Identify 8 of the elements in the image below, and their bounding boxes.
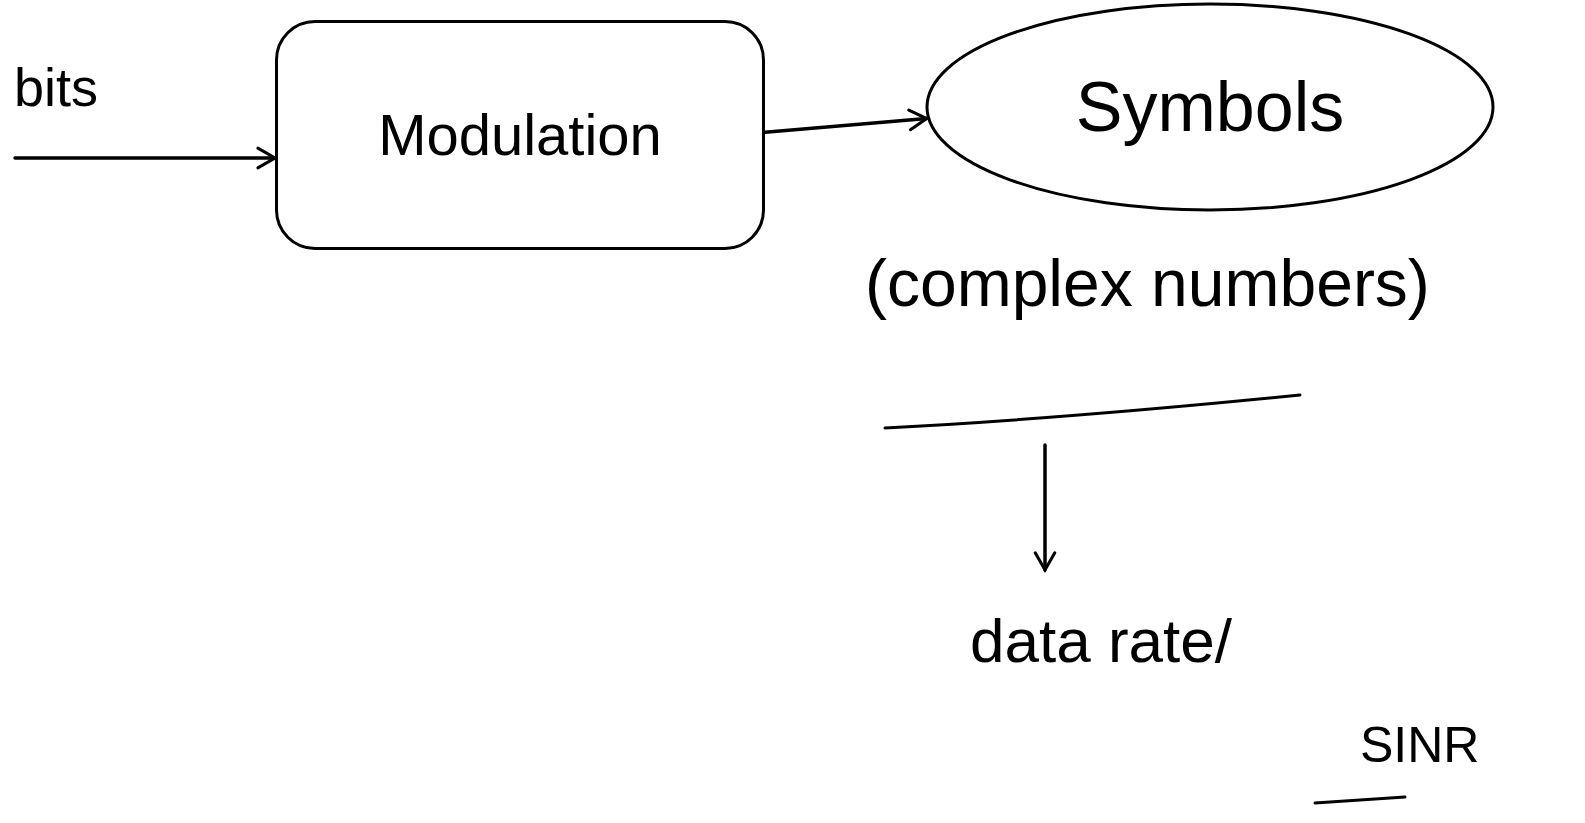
process-box [275, 20, 765, 250]
node-label: SINR [1360, 720, 1480, 770]
ellipse-node [925, 2, 1495, 212]
arrow [13, 146, 277, 170]
arrow [1033, 443, 1057, 572]
node-label: data rate/ [970, 610, 1232, 672]
arrow [763, 108, 929, 134]
node-label: Modulation [378, 106, 662, 164]
